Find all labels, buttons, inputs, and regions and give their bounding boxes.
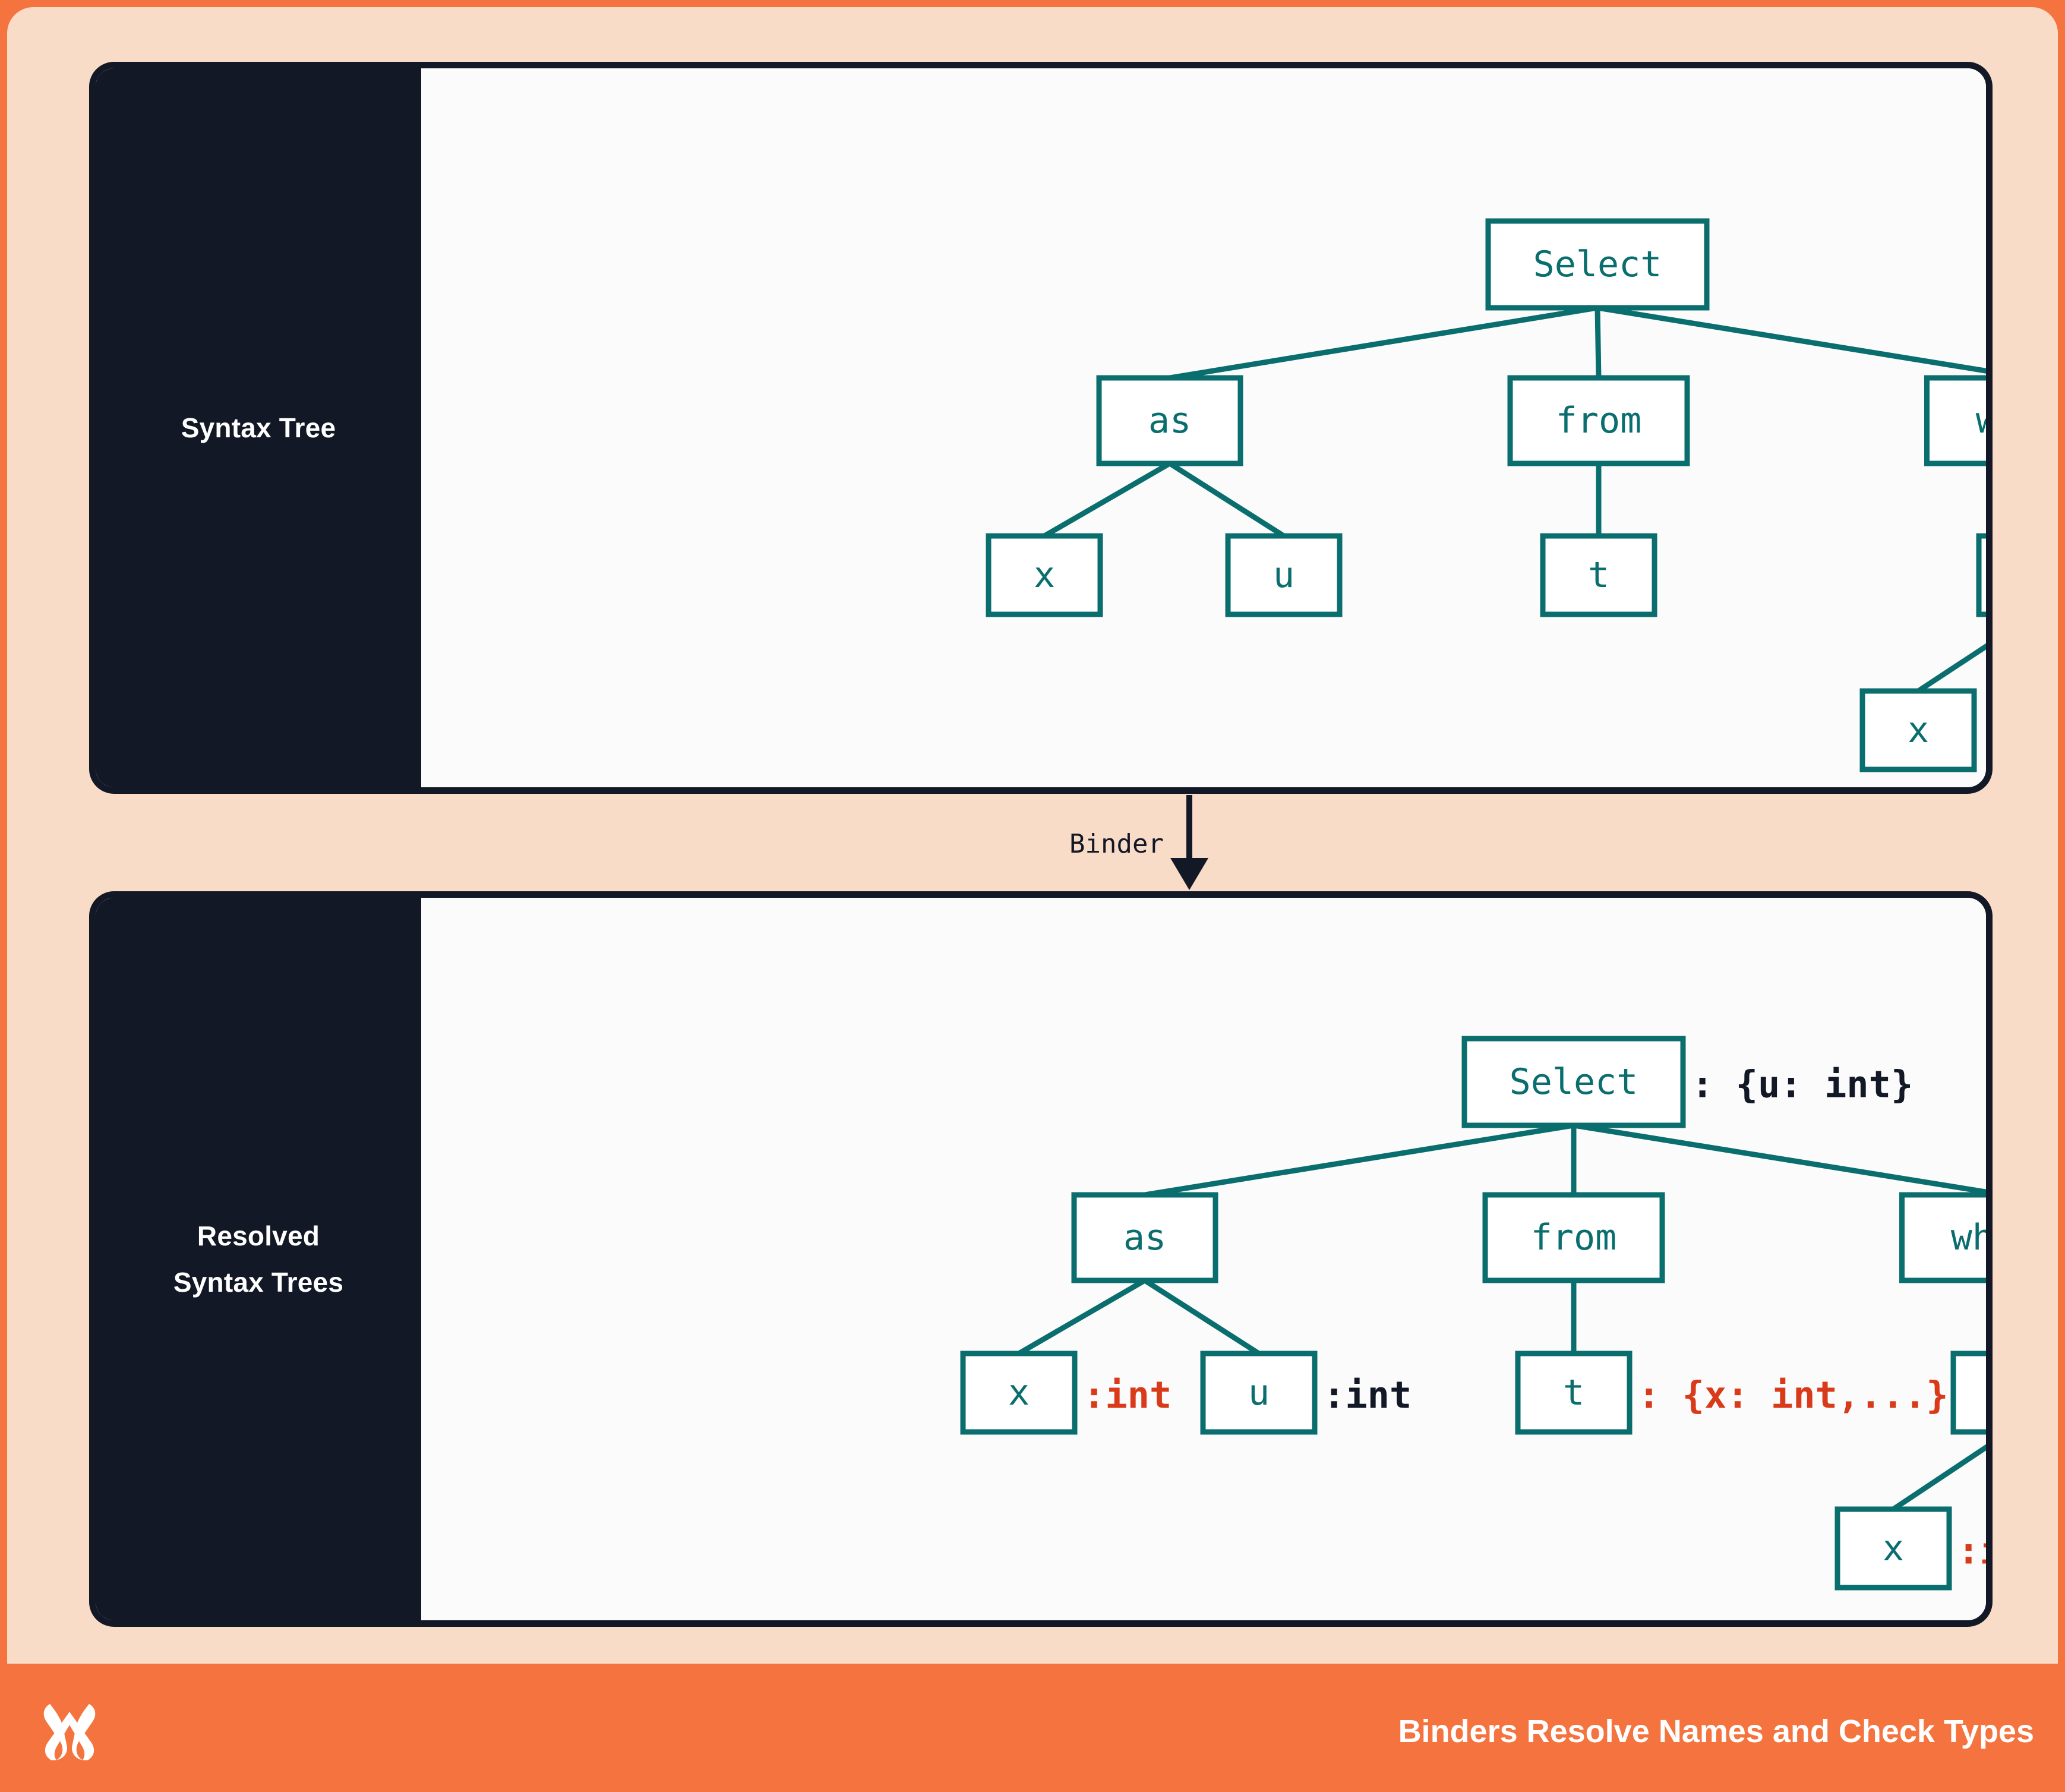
sidebar-label-syntax-tree: Syntax Tree xyxy=(181,412,336,443)
tree-edge xyxy=(1594,307,1602,378)
tree-node-box xyxy=(1461,1036,1686,1128)
tree-node-u1[interactable]: u :int xyxy=(1200,1351,1412,1435)
type-annotation: :int xyxy=(1957,1529,1986,1573)
tree-edge xyxy=(1169,305,1598,381)
sidebar-syntax-tree: Syntax Tree xyxy=(96,68,421,787)
tree-edge xyxy=(1573,1122,1986,1195)
tree-node-label: Select xyxy=(1510,1061,1638,1103)
tree-node-box xyxy=(1540,533,1657,617)
tree-node-box xyxy=(1071,1192,1218,1283)
tree-node-label: from xyxy=(1531,1217,1617,1258)
tree-node-box xyxy=(1859,688,1977,772)
diagram-canvas: Syntax Tree Selectasfromwherexut>x0 Bind… xyxy=(0,0,2065,1671)
tree-edge xyxy=(1892,1444,1986,1512)
tree-node-box xyxy=(1515,1351,1633,1435)
tree-node-x2[interactable]: x :int xyxy=(1834,1506,1986,1591)
type-annotation: :int xyxy=(1323,1374,1412,1417)
tree-node-x1[interactable]: x :int xyxy=(960,1351,1172,1435)
tree-node-box xyxy=(1482,1192,1665,1283)
tree-edge xyxy=(1597,305,1986,374)
tree-canvas-syntax-tree: Selectasfromwherexut>x0 xyxy=(421,68,1986,787)
footer-caption: Binders Resolve Names and Check Types xyxy=(1398,1714,2034,1749)
tree-node-label: u xyxy=(1273,554,1294,596)
tree-node-label: from xyxy=(1556,400,1642,441)
tree-node-label: t xyxy=(1563,1372,1584,1414)
tree-node-label: x xyxy=(1883,1528,1904,1569)
panel-resolved-syntax-trees: Resolved Syntax Trees Select : {u: int} as… xyxy=(89,891,1993,1627)
tree-node-box xyxy=(1096,375,1243,466)
tree-node-label: t xyxy=(1588,554,1609,596)
sidebar-resolved-syntax-trees: Resolved Syntax Trees xyxy=(96,898,421,1620)
tree-node-label: as xyxy=(1123,1217,1166,1258)
type-annotation: :int xyxy=(1083,1374,1172,1417)
tree-node-box xyxy=(1225,533,1343,617)
tree-node-box xyxy=(1976,533,1986,617)
tree-node-box xyxy=(986,533,1103,617)
tree-node-x1[interactable]: x xyxy=(986,533,1103,617)
panel-syntax-tree: Syntax Tree Selectasfromwherexut>x0 xyxy=(89,62,1993,794)
tree-node-where[interactable]: where xyxy=(1924,375,1987,466)
tree-node-as[interactable]: as xyxy=(1096,375,1243,466)
tree-node-gt1[interactable]: >:bool xyxy=(1950,1351,1986,1435)
tree-node-where[interactable]: where xyxy=(1899,1192,1987,1283)
tree-node-box xyxy=(1950,1351,1986,1435)
tree-node-label: Select xyxy=(1533,244,1662,285)
tree-node-label: where xyxy=(1976,400,1986,441)
resolved-syntax-tree-graphic: Select : {u: int} as from where x :int u :int t : … xyxy=(960,1036,1987,1591)
tree-node-box xyxy=(960,1351,1078,1435)
tree-node-from[interactable]: from xyxy=(1482,1192,1665,1283)
binder-arrow-icon xyxy=(1170,795,1208,890)
tree-node-t1[interactable]: t : {x: int,...} xyxy=(1515,1351,1949,1435)
tree-edge xyxy=(1144,1122,1574,1198)
tree-node-label: u xyxy=(1248,1372,1270,1414)
tree-node-select[interactable]: Select : {u: int} xyxy=(1461,1036,1913,1128)
sidebar-label-resolved-syntax-trees: Resolved Syntax Trees xyxy=(173,1220,344,1298)
tree-edge xyxy=(1043,461,1172,538)
tree-node-label: where xyxy=(1951,1217,1986,1258)
tree-edge xyxy=(1143,1278,1261,1356)
tree-edge xyxy=(1168,461,1286,538)
tree-node-gt1[interactable]: > xyxy=(1976,533,1986,617)
tree-node-box xyxy=(1834,1506,1952,1591)
tree-node-u1[interactable]: u xyxy=(1225,533,1343,617)
tree-node-box xyxy=(1200,1351,1318,1435)
footer-bar: Binders Resolve Names and Check Types xyxy=(0,1671,2065,1792)
tree-node-box xyxy=(1899,1192,1986,1283)
tree-node-select[interactable]: Select xyxy=(1485,218,1710,311)
tree-node-label: x xyxy=(1034,554,1055,596)
tree-node-label: as xyxy=(1148,400,1191,441)
binder-label: Binder xyxy=(1069,829,1164,859)
bowtie-x-logo-icon xyxy=(43,1703,96,1761)
tree-node-label: x xyxy=(1008,1372,1030,1414)
syntax-tree-graphic: Selectasfromwherexut>x0 xyxy=(986,218,1987,772)
tree-node-box xyxy=(1924,375,1986,466)
tree-node-from[interactable]: from xyxy=(1507,375,1690,466)
tree-node-label: x xyxy=(1908,709,1929,751)
tree-node-x2[interactable]: x xyxy=(1859,688,1977,772)
tree-edge xyxy=(1017,1278,1147,1356)
tree-canvas-resolved-syntax-trees: Select : {u: int} as from where x :int u :int t : … xyxy=(421,898,1986,1620)
type-annotation: : {u: int} xyxy=(1691,1063,1913,1106)
tree-node-box xyxy=(1485,218,1710,311)
type-annotation: : {x: int,...} xyxy=(1638,1374,1949,1417)
tree-node-as[interactable]: as xyxy=(1071,1192,1218,1283)
tree-node-t1[interactable]: t xyxy=(1540,533,1657,617)
tree-edge xyxy=(1916,643,1986,693)
tree-node-box xyxy=(1507,375,1690,466)
